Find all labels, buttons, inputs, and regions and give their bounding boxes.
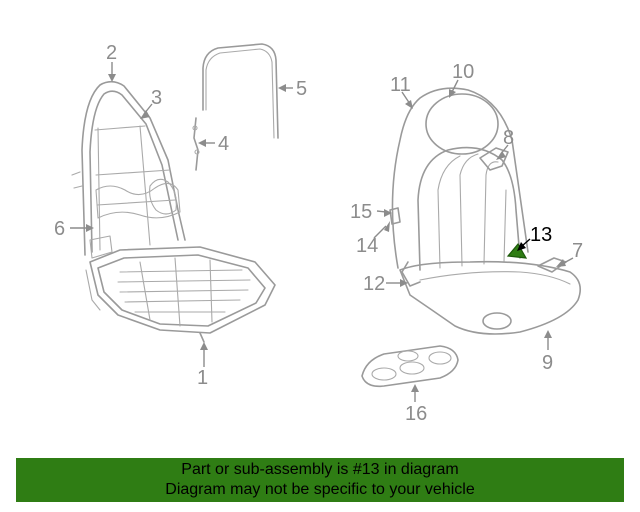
callout-14: 14 bbox=[356, 235, 378, 257]
callout-15: 15 bbox=[350, 201, 372, 223]
banner-line-2: Diagram may not be specific to your vehi… bbox=[165, 481, 475, 498]
callout-1: 1 bbox=[197, 367, 208, 389]
seat-frame-drawing bbox=[71, 80, 276, 343]
callout-10: 10 bbox=[452, 61, 474, 83]
callout-7: 7 bbox=[572, 240, 583, 262]
switch-bezel-part-16 bbox=[361, 345, 459, 388]
rod-part-4 bbox=[193, 117, 199, 171]
callout-2: 2 bbox=[106, 42, 117, 64]
callout-13: 13 bbox=[530, 224, 552, 246]
banner-line-1: Part or sub-assembly is #13 in diagram bbox=[181, 461, 459, 478]
wire-part-5 bbox=[202, 43, 279, 139]
callout-16: 16 bbox=[405, 403, 427, 425]
callout-3: 3 bbox=[151, 87, 162, 109]
callout-6: 6 bbox=[54, 218, 65, 240]
callout-4: 4 bbox=[218, 133, 229, 155]
callout-12: 12 bbox=[363, 273, 385, 295]
callout-9: 9 bbox=[542, 352, 553, 374]
callout-11: 11 bbox=[390, 74, 411, 96]
seat-assembly-drawing bbox=[389, 87, 581, 335]
callout-8: 8 bbox=[503, 127, 514, 149]
callout-5: 5 bbox=[296, 78, 307, 100]
disclaimer-banner: Part or sub-assembly is #13 in diagram D… bbox=[16, 458, 624, 502]
